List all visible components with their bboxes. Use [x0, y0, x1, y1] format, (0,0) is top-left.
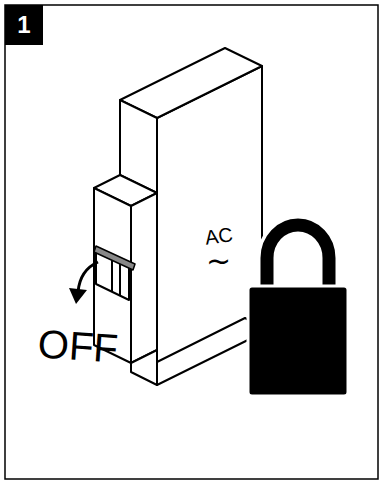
- off-arrow: [78, 262, 98, 292]
- circuit-breaker: [94, 48, 262, 385]
- padlock-icon: [248, 225, 348, 396]
- breaker-foot-edge: [157, 318, 262, 362]
- panel-frame: [5, 5, 378, 479]
- toggle-lever: [94, 246, 135, 270]
- step-number: 1: [17, 13, 30, 37]
- toggle-body-line: [111, 260, 113, 292]
- breaker-lower-front: [131, 350, 157, 385]
- switch-position-label: OFF: [37, 323, 120, 368]
- toggle-block-side: [131, 193, 157, 363]
- current-type-label: AC: [204, 224, 234, 248]
- step-number-box: 1: [5, 5, 43, 45]
- ac-symbol: ~: [206, 246, 231, 276]
- toggle-body-line: [119, 264, 121, 296]
- off-arrowhead: [69, 288, 87, 304]
- breaker-top-face: [120, 48, 262, 118]
- breaker-side-face: [157, 66, 262, 385]
